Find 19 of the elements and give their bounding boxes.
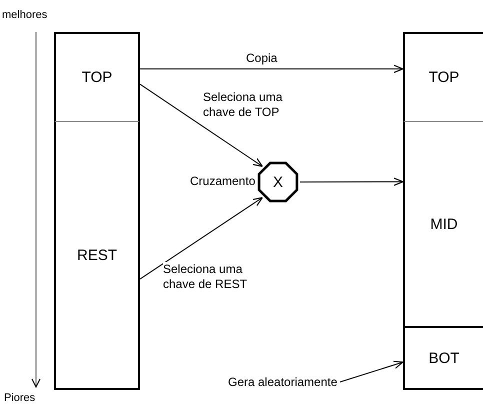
box-label: TOP [428, 69, 460, 86]
box-label: BOT [428, 350, 460, 366]
box-label: X [272, 174, 283, 190]
box-label: MID [430, 216, 458, 232]
section-box [54, 32, 140, 122]
section-box [403, 32, 483, 122]
box-label: REST [76, 246, 117, 264]
section-box [403, 122, 483, 328]
arrow [140, 64, 404, 74]
box-label: TOP [82, 69, 112, 86]
note-text: Gera aleatoriamente [228, 375, 338, 389]
crossover-octagon [256, 160, 300, 204]
edge-label: Copia [246, 51, 278, 66]
arrow [300, 178, 404, 186]
arrow [140, 84, 263, 167]
section-box [54, 122, 140, 390]
arrow [140, 197, 263, 280]
section-box [403, 328, 483, 390]
arrow [340, 360, 404, 382]
